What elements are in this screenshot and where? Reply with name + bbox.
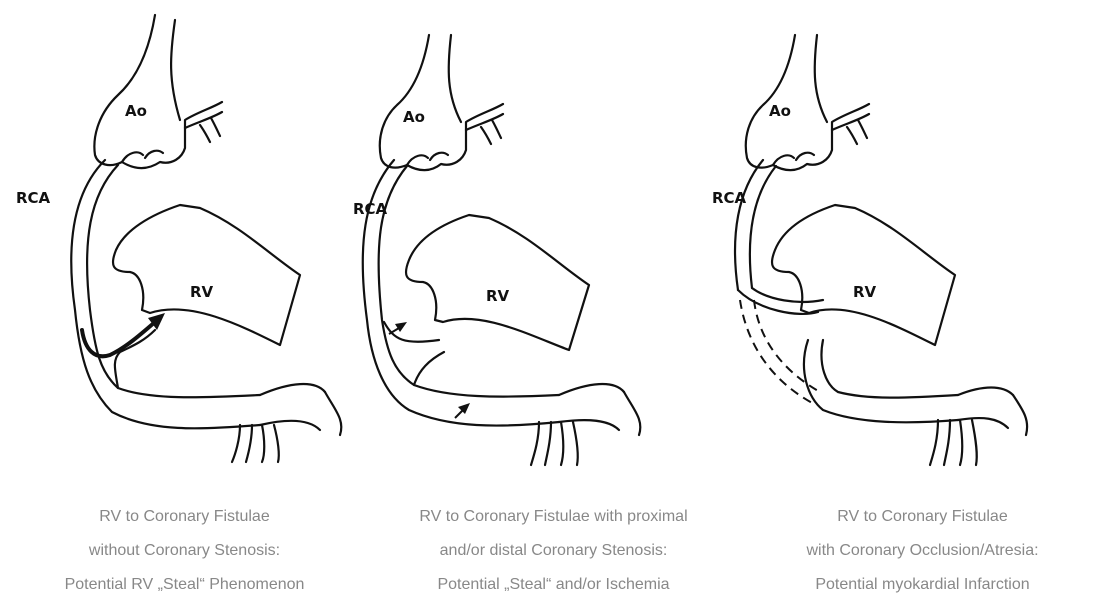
caption-with-occlusion: RV to Coronary Fistulae with Coronary Oc… [738,500,1107,602]
caption-line: and/or distal Coronary Stenosis: [369,534,738,568]
panel-no-stenosis: Ao RCA RV RV to Coronary Fistulae withou… [0,0,369,605]
diagram-fistula-with-stenosis: Ao RCA RV [369,0,738,480]
rca-label: RCA [353,200,388,218]
rv-label: RV [486,287,510,305]
panel-with-stenosis: Ao RCA RV RV to Coronary Fistulae with p… [369,0,738,605]
ao-label: Ao [125,102,147,120]
rca-vessel-proximal [735,160,823,314]
caption-line: RV to Coronary Fistulae [738,500,1107,534]
stenosis-marker-distal [455,403,470,418]
caption-line: Potential RV „Steal“ Phenomenon [0,568,369,602]
rca-vessel [71,160,341,462]
ao-label: Ao [403,108,425,126]
rv-outline [772,205,955,345]
rca-vessel-distal [804,340,1027,465]
aorta-outline [380,35,503,170]
aorta-outline [746,35,869,170]
caption-no-stenosis: RV to Coronary Fistulae without Coronary… [0,500,369,602]
rca-vessel [363,160,641,465]
caption-with-stenosis: RV to Coronary Fistulae with proximal an… [369,500,738,602]
rca-label: RCA [16,189,51,207]
rv-label: RV [190,283,214,301]
rv-label: RV [853,283,877,301]
ao-label: Ao [769,102,791,120]
stenosis-marker-proximal [389,322,407,334]
rv-outline [406,215,589,350]
rv-outline [113,205,300,345]
caption-line: RV to Coronary Fistulae [0,500,369,534]
caption-line: Potential myokardial Infarction [738,568,1107,602]
diagram-fistula-with-occlusion: Ao RCA RV [738,0,1107,480]
aorta-outline [94,15,222,168]
caption-line: without Coronary Stenosis: [0,534,369,568]
diagram-fistula-no-stenosis: Ao RCA RV [0,0,369,480]
panel-with-occlusion: Ao RCA RV RV to Coronary Fistulae with C… [738,0,1107,605]
caption-line: RV to Coronary Fistulae with proximal [369,500,738,534]
rca-label: RCA [712,189,747,207]
caption-line: with Coronary Occlusion/Atresia: [738,534,1107,568]
caption-line: Potential „Steal“ and/or Ischemia [369,568,738,602]
